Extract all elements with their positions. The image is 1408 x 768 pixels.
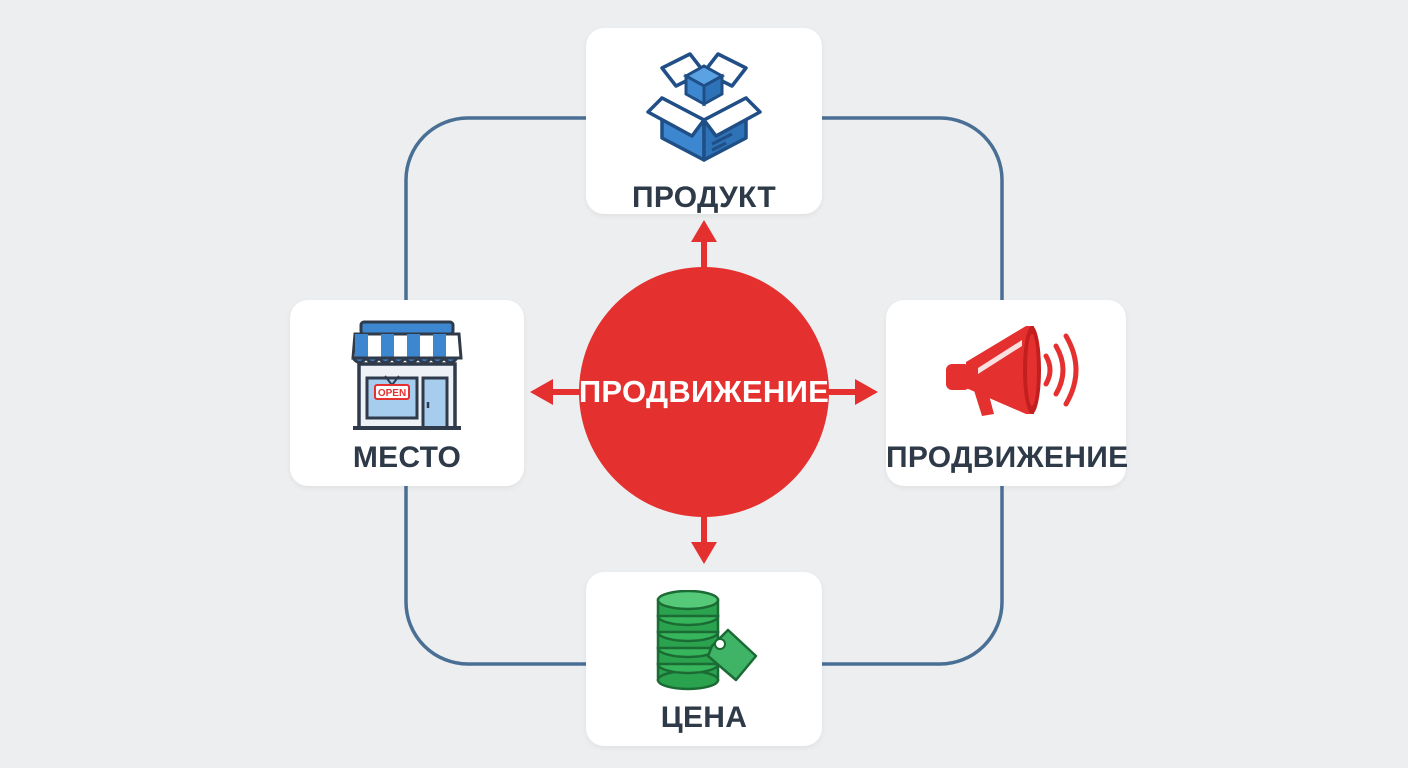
promotion-card: ПРОДВИЖЕНИЕ — [886, 300, 1129, 486]
place-card: OPEN МЕСТО — [290, 300, 524, 486]
arrow-up — [691, 220, 717, 272]
price-label: ЦЕНА — [660, 701, 748, 734]
open-box-icon — [646, 52, 762, 162]
center-circle — [579, 267, 829, 517]
product-label: ПРОДУКТ — [632, 181, 776, 214]
product-card: ПРОДУКТ — [586, 28, 822, 214]
storefront-icon: OPEN — [351, 320, 463, 430]
coins-price-tag-icon — [656, 590, 758, 691]
arrow-left — [530, 379, 584, 405]
center-label: ПРОДВИЖЕНИЕ — [578, 374, 830, 409]
place-label: МЕСТО — [352, 441, 462, 474]
open-sign-text: OPEN — [378, 388, 406, 399]
arrow-right — [824, 379, 878, 405]
promotion-label: ПРОДВИЖЕНИЕ — [886, 441, 1129, 474]
megaphone-icon — [946, 326, 1079, 416]
price-card: ЦЕНА — [586, 572, 822, 746]
arrow-down — [691, 515, 717, 564]
